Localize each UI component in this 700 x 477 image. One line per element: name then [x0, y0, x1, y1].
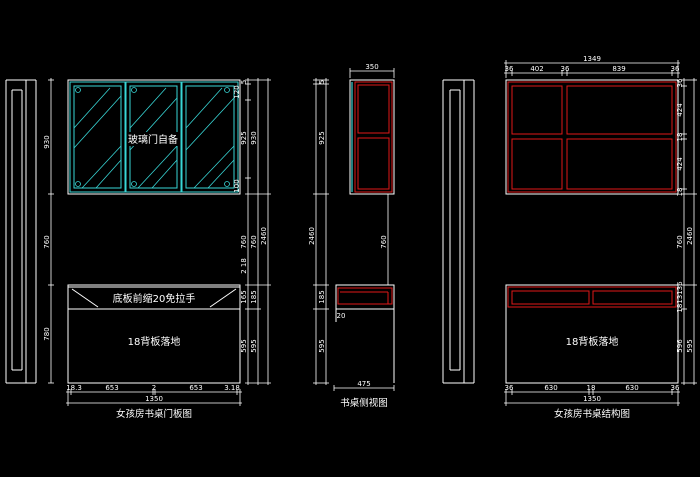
- side-dim-475: 475: [357, 380, 370, 388]
- struct-r-36a: 36: [676, 78, 684, 87]
- struct-dim-t5: 36: [671, 65, 680, 73]
- dim-left-760: 760: [43, 235, 51, 248]
- side-dim-2460: 2460: [308, 227, 316, 245]
- side-view: 350 5 925 2460 185 595 760 20 475 书桌侧视图: [308, 63, 395, 409]
- struct-b-630b: 630: [625, 384, 638, 392]
- structure-base-note: 18背板落地: [566, 335, 619, 348]
- structure-desk-carcass: [507, 286, 677, 308]
- struct-b-36a: 36: [505, 384, 514, 392]
- dim-r-760a: 760: [240, 235, 248, 248]
- dim-r-925: 925: [240, 131, 248, 144]
- struct-dim-t4: 839: [612, 65, 625, 73]
- dim-r-595a: 595: [240, 339, 248, 352]
- structure-upper-outline: [505, 79, 679, 195]
- struct-b-36b: 36: [671, 384, 680, 392]
- structure-upper-carcass: [507, 81, 677, 193]
- dim-r-760b: 760: [250, 235, 258, 248]
- dim-r-185: 185: [250, 290, 258, 303]
- dim-b-653a: 653: [105, 384, 118, 392]
- door-bottom-dimensions: [66, 389, 242, 406]
- side-dim-760: 760: [380, 235, 388, 248]
- drawer-note: 底板前缩20免拉手: [113, 292, 196, 305]
- structure-top-dimensions: [504, 60, 680, 78]
- side-dim-350: 350: [365, 63, 378, 71]
- struct-b-630a: 630: [544, 384, 557, 392]
- door-right-dimensions: [245, 78, 271, 385]
- door-left-dimension: [48, 78, 54, 384]
- struct-r-18: 18: [676, 133, 684, 142]
- structure-right-dimensions: [681, 78, 697, 385]
- side-cabinet-carcass: [354, 81, 393, 193]
- desk-lower-frame: [67, 284, 241, 384]
- side-dim-595: 595: [318, 339, 326, 352]
- door-panel-title: 女孩房书桌门板图: [116, 408, 192, 420]
- dim-b-2: 2: [152, 384, 156, 392]
- dim-b-18-3: 18.3: [66, 384, 82, 392]
- struct-dim-t2: 402: [530, 65, 543, 73]
- structure-desk-outline: [505, 284, 679, 384]
- dim-r-2460: 2460: [260, 227, 268, 245]
- glass-door-note: 玻璃门自备: [128, 133, 178, 146]
- side-dimension-lines: [313, 68, 395, 391]
- struct-dim-1349: 1349: [583, 55, 601, 63]
- struct-dim-t3: 36: [561, 65, 570, 73]
- struct-r-424a: 424: [676, 103, 684, 117]
- dim-r-100: 100: [233, 179, 241, 192]
- struct-r-760: 760: [676, 235, 684, 248]
- struct-r-2460: 2460: [686, 227, 694, 245]
- structure-view: 18背板落地 1349 36 402 36 839 36: [442, 55, 697, 420]
- struct-r-18b: 18: [676, 188, 684, 197]
- dim-r-930: 930: [250, 131, 258, 144]
- left-side-column: [5, 79, 37, 384]
- dim-r-595b: 595: [250, 339, 258, 352]
- dim-r-120: 120: [233, 85, 241, 98]
- side-dim-5: 5: [318, 80, 326, 84]
- side-desk: [335, 284, 395, 383]
- dim-left-930: 930: [43, 135, 51, 148]
- door-panel-view: 930 760 780: [5, 78, 271, 420]
- structure-left-column: [442, 79, 475, 384]
- structure-bottom-dimensions: [504, 389, 680, 406]
- base-panel-note: 18背板落地: [128, 335, 181, 348]
- struct-b-18: 18: [587, 384, 596, 392]
- struct-dim-t1: 36: [505, 65, 514, 73]
- dim-r-2-18: 2 18: [240, 258, 248, 274]
- dim-b-653b: 653: [189, 384, 202, 392]
- dim-b-1350: 1350: [145, 395, 163, 403]
- dim-b-3-18: 3.18: [224, 384, 240, 392]
- dim-r-165: 165: [240, 290, 248, 303]
- side-dim-185: 185: [318, 290, 326, 303]
- side-dim-925: 925: [318, 131, 326, 144]
- side-dim-20: 20: [337, 312, 346, 320]
- dim-left-780: 780: [43, 327, 51, 340]
- side-cabinet-outline: [349, 79, 395, 195]
- struct-r-596: 596: [676, 339, 684, 353]
- struct-b-1350: 1350: [583, 395, 601, 403]
- struct-r-18c-131-36: 1813136: [676, 281, 684, 313]
- hinge-circles: [75, 87, 230, 187]
- side-view-title: 书桌侧视图: [340, 397, 388, 409]
- dim-r-5: 5: [240, 80, 248, 84]
- struct-r-595: 595: [686, 339, 694, 352]
- structure-view-title: 女孩房书桌结构图: [554, 408, 630, 420]
- struct-r-424b: 424: [676, 157, 684, 171]
